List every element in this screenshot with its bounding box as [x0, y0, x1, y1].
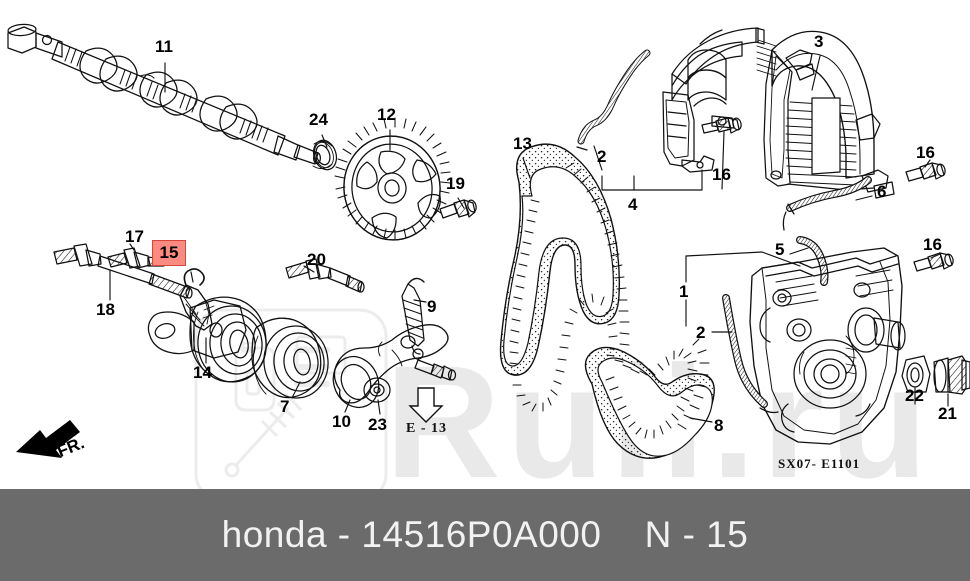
part-camshaft-pulley [334, 117, 451, 241]
callout-9: 9 [427, 297, 437, 316]
footer-part-label: honda - 14516P0A000 N - 15 [221, 514, 749, 555]
part-timing-belt [499, 143, 630, 412]
part-tensioner-stud-bolt [53, 243, 193, 299]
part-tensioner-spring [401, 277, 425, 355]
highlighted-part-15[interactable]: 15 [152, 240, 186, 266]
callout-12: 12 [377, 105, 396, 124]
diagram-code-label: SX07- E1101 [778, 456, 861, 471]
callout-18: 18 [96, 300, 115, 319]
part-cover-rubber-seal [782, 176, 872, 231]
callout-20: 20 [307, 250, 326, 269]
part-pulley-bolt [439, 199, 477, 219]
part-balancer-belt-tensioner [251, 317, 329, 399]
footer-bar: honda - 14516P0A000 N - 15 [0, 489, 970, 581]
callout-1: 1 [679, 282, 689, 301]
callout-24: 24 [309, 110, 328, 129]
part-camshaft-oil-seal [312, 139, 338, 171]
part-washer-22 [901, 355, 931, 393]
part-washer-23 [363, 377, 391, 403]
callout-14: 14 [193, 363, 212, 382]
part-camshaft [7, 23, 322, 165]
callout-16-a: 16 [712, 165, 731, 184]
callout-11: 11 [155, 37, 173, 56]
part-upper-timing-cover [671, 27, 895, 199]
callout-17: 17 [125, 227, 144, 246]
parts-line-art [7, 23, 970, 459]
callout-21: 21 [938, 404, 957, 423]
callout-5: 5 [775, 240, 785, 259]
part-balancer-belt [584, 338, 715, 459]
part-rubber-seal-upper [576, 49, 651, 151]
part-rubber-seal-lower [722, 294, 779, 414]
part-pulley-bolt-long [285, 258, 365, 293]
part-cover-bolt-b [905, 162, 946, 182]
callout-6: 6 [877, 182, 887, 201]
callout-2-lower: 2 [696, 323, 706, 342]
callout-4: 4 [628, 195, 638, 214]
part-tensioner-arm [332, 324, 457, 409]
diagram-canvas: Ruii.ru [7, 23, 970, 489]
front-direction-arrow-icon [16, 420, 80, 458]
callout-2-upper: 2 [597, 147, 607, 166]
callout-23: 23 [368, 415, 387, 434]
callout-13: 13 [513, 134, 532, 153]
callout-16-b: 16 [916, 143, 935, 162]
part-crank-pulley-bolt [933, 355, 970, 395]
leader-lines [109, 55, 949, 423]
callout-8: 8 [714, 416, 724, 435]
reference-e13-label: E - 13 [406, 421, 447, 436]
callout-10: 10 [332, 412, 351, 431]
callout-7: 7 [280, 397, 290, 416]
part-cover-seal-5 [796, 236, 829, 286]
callout-19: 19 [446, 174, 465, 193]
reference-arrow-icon [408, 387, 444, 423]
part-lower-timing-cover [749, 247, 906, 445]
part-cover-bolt-c [913, 252, 954, 272]
callout-16-c: 16 [923, 235, 942, 254]
part-timing-belt-tensioner [147, 296, 267, 383]
part-cover-bolt-a [701, 117, 742, 134]
callout-22: 22 [905, 386, 924, 405]
callout-3: 3 [814, 32, 824, 51]
